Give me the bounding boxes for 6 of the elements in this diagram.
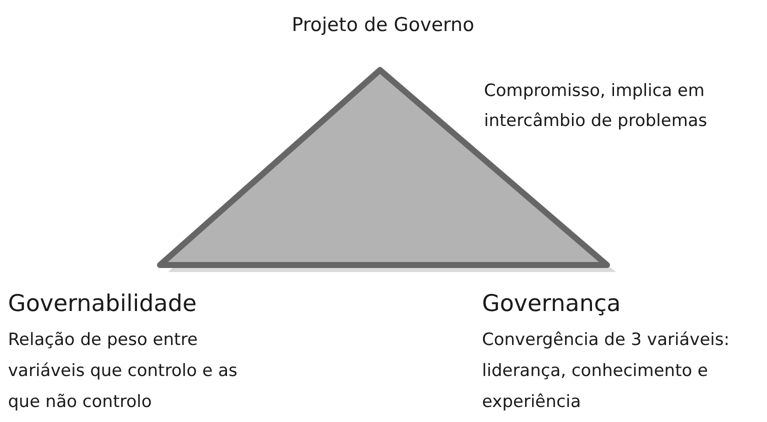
note-text: Compromisso, implica em intercâmbio de problemas (484, 80, 708, 133)
vertex-label: Governabilidade (8, 290, 198, 319)
vertex-label: Projeto de Governo (290, 13, 476, 38)
vertex-label: Governança (482, 290, 622, 319)
description-text: Relação de peso entre variáveis que controlo e as que não controlo (8, 329, 238, 414)
description-text: Convergência de 3 variáveis: liderança, conhecimento e experiência (482, 329, 730, 414)
